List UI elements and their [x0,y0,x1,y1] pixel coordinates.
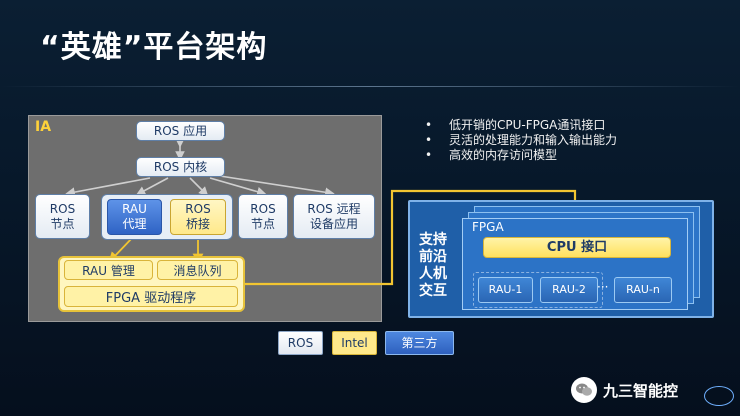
feature-item: • 低开销的CPU-FPGA通讯接口 [425,118,617,133]
slide-title: “英雄”平台架构 [40,30,268,65]
fpga-label: FPGA [472,220,504,234]
rau-agent-line2: 代理 [122,217,147,231]
legend-intel: Intel [332,331,377,355]
hmi-label-line2: 前沿 [419,249,447,265]
wechat-icon [571,377,597,403]
ros-remote-box: ROS 远程 设备应用 [293,194,375,239]
watermark: 九三智能控 [571,374,735,406]
fpga-driver-box: FPGA 驱动程序 [64,286,238,307]
ia-label: IA [35,119,52,135]
ros-kernel-box: ROS 内核 [136,157,225,177]
bullet-glyph: • [425,148,433,162]
ros-node-right-box: ROS 节点 [238,194,288,239]
feature-text: 灵活的处理能力和输入输出能力 [449,133,618,147]
ros-app-box: ROS 应用 [136,121,225,141]
feature-item: • 灵活的处理能力和输入输出能力 [425,133,617,148]
rau-ellipsis: ··· [597,280,609,294]
feature-text: 高效的内存访问模型 [449,148,558,162]
ros-node-right-line1: ROS [250,201,276,216]
feature-text: 低开销的CPU-FPGA通讯接口 [449,118,606,132]
ros-node-left-line2: 节点 [50,216,75,231]
legend-third-party: 第三方 [385,331,454,355]
rau-agent-line1: RAU [122,202,147,216]
rau-n-box: RAU-n [614,277,672,303]
feature-list: • 低开销的CPU-FPGA通讯接口 • 灵活的处理能力和输入输出能力 • 高效的内存… [425,118,617,163]
rau-manager-box: RAU 管理 [64,260,153,280]
rau-agent-box: RAU 代理 [107,199,162,235]
rau-2-box: RAU-2 [540,277,598,303]
intel-logo-icon [704,386,734,406]
title-divider [0,86,740,87]
bullet-glyph: • [425,133,433,147]
watermark-text: 九三智能控 [603,381,679,400]
legend-ros: ROS [278,331,323,355]
feature-item: • 高效的内存访问模型 [425,148,617,163]
ros-bridge-box: ROS 桥接 [170,199,226,235]
hmi-label-line3: 人机 [419,266,447,282]
ros-remote-line1: ROS 远程 [307,201,361,216]
ros-node-left-box: ROS 节点 [35,194,90,239]
hmi-label-line4: 交互 [419,283,447,299]
ros-node-right-line2: 节点 [250,216,275,231]
ros-bridge-line1: ROS [185,202,211,216]
message-queue-box: 消息队列 [157,260,238,280]
ros-remote-line2: 设备应用 [309,216,358,231]
rau-unit-group [473,272,603,308]
hmi-side-label: 支持 前沿 人机 交互 [413,232,453,300]
ros-bridge-line2: 桥接 [185,217,210,231]
hmi-label-line1: 支持 [419,232,447,248]
bullet-glyph: • [425,118,433,132]
cpu-interface-box: CPU 接口 [483,237,671,258]
ros-node-left-line1: ROS [49,201,76,216]
rau-1-box: RAU-1 [478,277,533,303]
